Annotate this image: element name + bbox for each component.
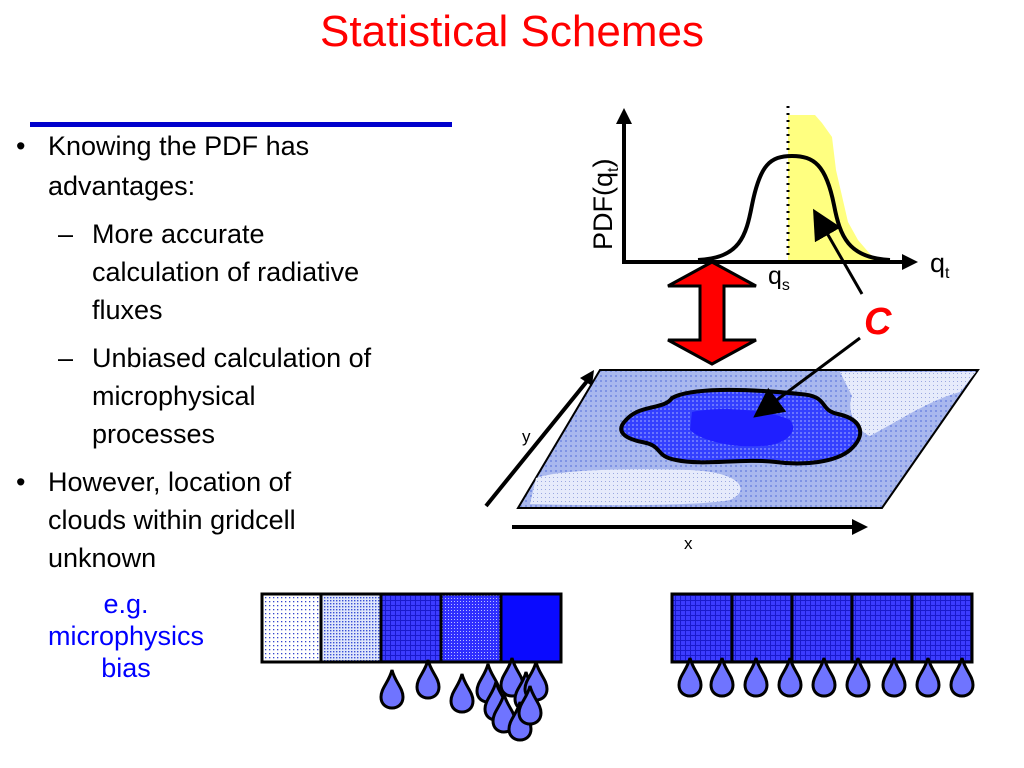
bullet-line: advantages: [48,171,196,201]
sub-bullet-marker: – [58,219,74,249]
bullet-line: However, location of [48,467,292,497]
pdf-to-cloud-pointer [753,336,861,418]
cloud-core [690,409,794,447]
subgrid-box [499,592,563,664]
bullet-line: unknown [48,543,157,573]
subgrid-box [260,592,323,664]
x-axis-arrowhead [902,254,918,270]
subgrid-boxes-right [670,592,974,664]
subgrid-box [379,592,443,664]
y-direction-label: y [522,427,531,446]
raindrop [743,657,769,698]
raindrop [379,669,405,710]
raindrop [845,657,871,698]
subgrid-box [850,592,914,664]
note-line: e.g. [103,589,149,619]
bullet-line: calculation of radiative [92,257,360,287]
example-note: e.g. microphysics bias [20,588,232,684]
pdf-plot: PDF(qt) qt qs C [588,106,950,343]
raindrop [811,657,837,698]
bullet-line: microphysical [92,381,256,411]
bullet-line: fluxes [92,295,163,325]
y-direction-arrowhead [580,370,594,386]
y-axis-arrowhead [616,108,632,124]
cloudy-fraction-area [788,115,882,262]
bullet-marker: • [16,467,26,497]
raindrop [949,657,975,698]
subgrid-box [790,592,854,664]
note-line: bias [101,653,151,683]
threshold-label: qs [768,262,790,294]
x-direction-arrowhead [852,519,868,535]
subgrid-boxes-left [260,592,563,664]
y-direction-axis [484,378,590,508]
subgrid-box [730,592,794,664]
raindrop [449,673,475,714]
pdf-x-label: qt [930,248,950,282]
cloud-fraction-label: C [864,301,892,343]
gridcell-plane: y x [484,336,980,553]
raindrop [499,657,525,698]
bullet-line: clouds within gridcell [48,505,296,535]
sub-bullet-marker: – [58,343,74,373]
pdf-curve [697,153,891,262]
equivalence-double-arrow [667,260,757,366]
subgrid-box [910,592,974,664]
bullet-line: Knowing the PDF has [48,131,310,161]
raindrop [881,657,907,698]
raindrop [677,657,703,698]
subgrid-box [319,592,383,664]
cloud-label-pointer [813,208,864,295]
pdf-y-label: PDF(qt) [588,159,622,250]
raindrop [415,659,441,700]
bullet-marker: • [16,131,26,161]
slide-title: Statistical Schemes [320,7,704,56]
raindrop [915,657,941,698]
bullet-line: processes [92,419,216,449]
raindrop [517,685,543,726]
subgrid-box [439,592,503,664]
raindrop [777,657,803,698]
bullet-line: Unbiased calculation of [92,343,372,373]
raindrops [379,657,975,742]
plane-light-region [840,372,976,436]
plane-light-region [530,469,741,506]
subgrid-box [670,592,734,664]
bullet-line: More accurate [92,219,265,249]
raindrop [709,657,735,698]
x-direction-label: x [684,534,693,553]
title-underline [30,122,452,127]
note-line: microphysics [47,621,205,651]
